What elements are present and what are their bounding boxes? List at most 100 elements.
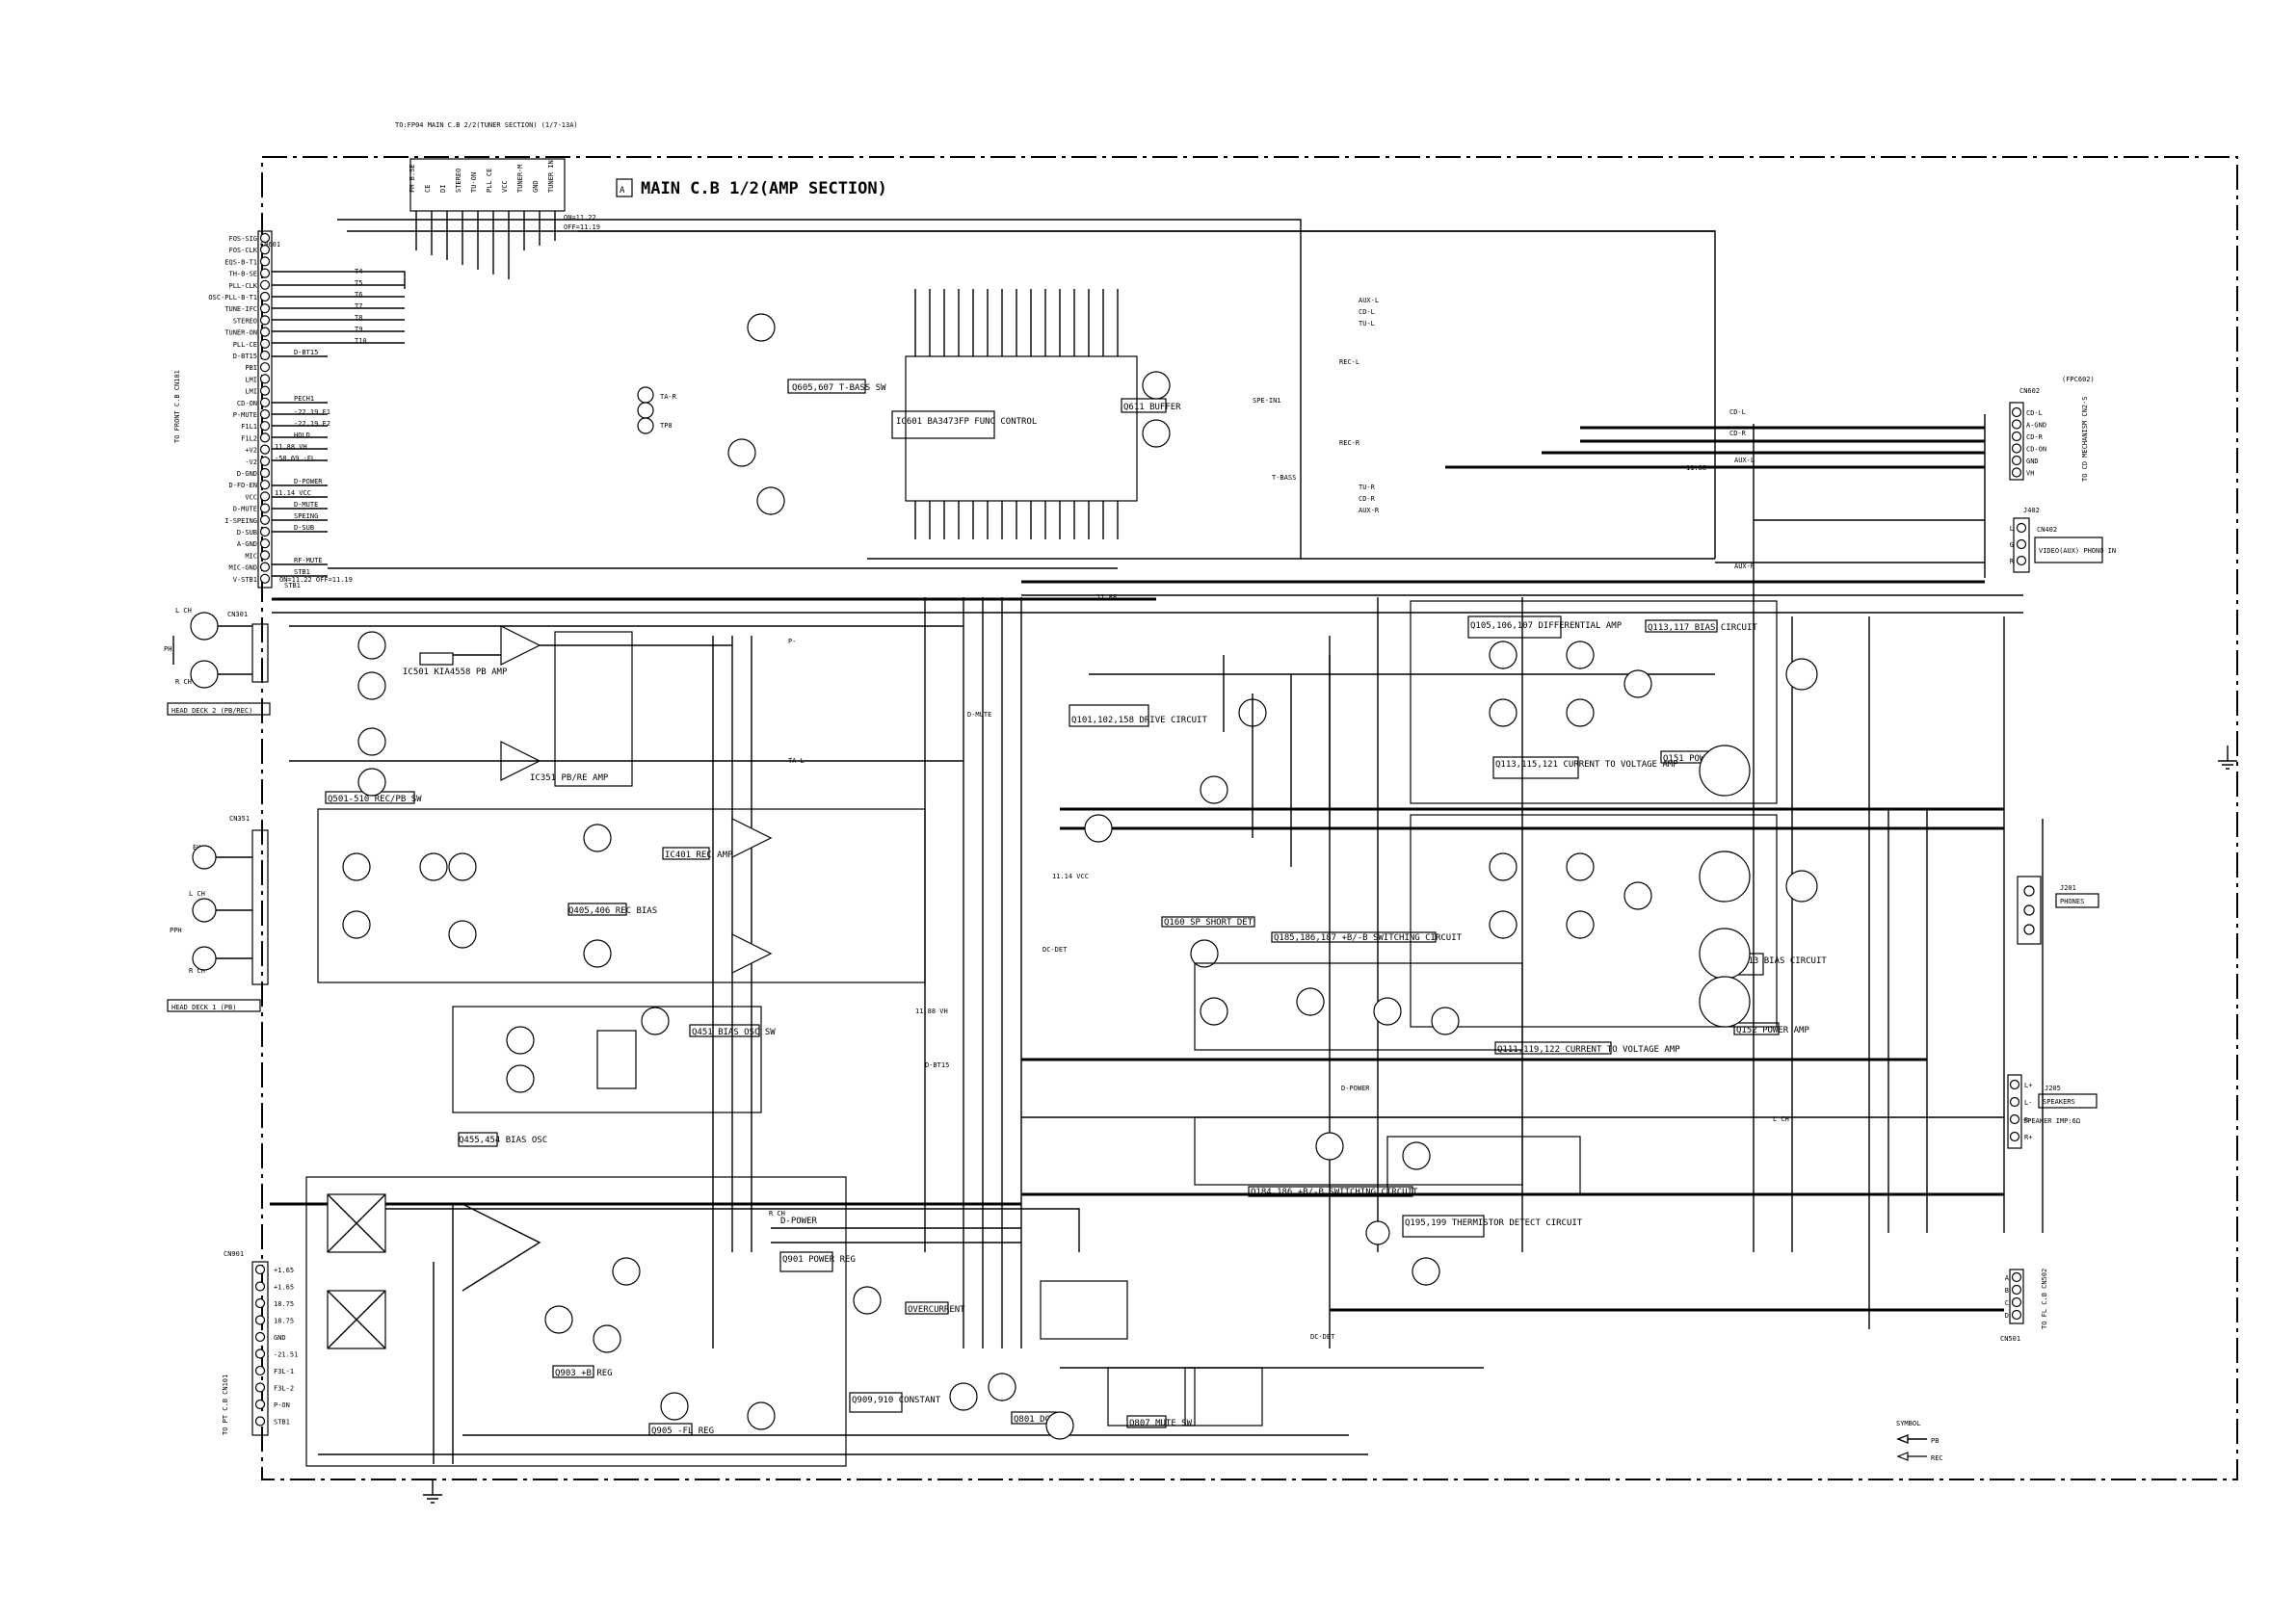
block-ic601: IC601 BA3473FP FUNC CONTROL bbox=[896, 417, 1037, 427]
block-q160: Q160 SP SHORT DET bbox=[1164, 918, 1254, 928]
j201-note: PHONES bbox=[2060, 898, 2084, 905]
j205-pin-1: L+ bbox=[2024, 1082, 2032, 1089]
cn301-label: CN301 bbox=[227, 611, 248, 618]
cn901-pin-6: -21.51 bbox=[274, 1351, 298, 1359]
cn901-pin-3-marker bbox=[254, 1297, 266, 1309]
cn602-ref: (FPC602) bbox=[2062, 376, 2095, 383]
cn601-pin-27: A-GND bbox=[237, 540, 257, 548]
main-buses bbox=[270, 219, 2044, 1455]
cn601-pin-16-marker bbox=[259, 408, 271, 420]
bus-t9: T9 bbox=[355, 326, 362, 333]
cn901-pin-5-marker bbox=[254, 1331, 266, 1343]
block-q605: Q605,607 T-BASS SW bbox=[727, 313, 886, 515]
net-cd-r: CD-R bbox=[1359, 495, 1376, 503]
cn901-pin-3: 18.75 bbox=[274, 1300, 294, 1308]
cn901-pin-10-marker bbox=[254, 1416, 266, 1427]
cn601-bus-stb: STB1 bbox=[284, 582, 301, 589]
top-pin-8: TUNER-M bbox=[516, 164, 524, 193]
block-q112: Q112,113 BIAS CIRCUIT bbox=[1717, 956, 1827, 966]
cn351-label: CN351 bbox=[229, 815, 250, 823]
cn901-pin-7: F3L-1 bbox=[274, 1368, 294, 1375]
cn601-pin-10: PLL-CE bbox=[233, 341, 257, 349]
net-rec-r: REC-R bbox=[1339, 439, 1360, 447]
bus-rfmute: RF-MUTE bbox=[294, 557, 323, 564]
net-1188-right: 11.88 bbox=[1686, 464, 1706, 472]
block-q101: Q101,102,158 DRIVE CIRCUIT bbox=[1071, 716, 1207, 725]
net-ta-l: P- bbox=[788, 638, 796, 645]
net-rec-l: REC-L bbox=[1339, 358, 1359, 366]
j402-pin-1-marker bbox=[2016, 522, 2027, 534]
cn601-pin-18-marker bbox=[259, 432, 271, 443]
connector-j205: L+L-R-R+ J205 SPEAKERS SPEAKER IMP:6Ω bbox=[2007, 1074, 2098, 1149]
cn601-pin-11-marker bbox=[259, 350, 271, 361]
j402-pin-2-marker bbox=[2016, 538, 2027, 550]
j402-label: J402 bbox=[2023, 507, 2040, 514]
cn901-label: CN901 bbox=[224, 1250, 244, 1258]
cn351-note: HEAD DECK 1 (PB) bbox=[172, 1004, 236, 1011]
cn601-pin-3-marker bbox=[259, 256, 271, 267]
block-q901: Q901 POWER REG bbox=[782, 1255, 856, 1265]
cn601-pin-13-marker bbox=[259, 374, 271, 384]
cn601-pin-1: FOS-SIG bbox=[228, 235, 257, 243]
cn351-pin-rch: R CH bbox=[189, 967, 205, 975]
cn602-pin-3: CD-R bbox=[2026, 433, 2044, 441]
cn301-pin-ph: PH bbox=[164, 645, 172, 653]
net-spe-in1: SPE-IN1 bbox=[1253, 397, 1281, 405]
connector-cn901: CN901 TO PT C.B CN101 +1.65+1.6518.7518.… bbox=[222, 1250, 298, 1436]
cn601-pin-29-marker bbox=[259, 562, 271, 572]
block-overcurrent: OVERCURRENT bbox=[908, 1305, 965, 1315]
cn601-pin-28: MIC bbox=[245, 552, 257, 560]
cn601-pin-30: V-STB1 bbox=[233, 576, 257, 584]
switching-section: Q160 SP SHORT DET Q185,186,187 +B/-B SWI… bbox=[1161, 916, 1583, 1286]
cn601-pin-29: MIC-GND bbox=[228, 564, 257, 572]
cn601-pin-1-marker bbox=[259, 232, 271, 244]
legend-rec: REC bbox=[1931, 1454, 1943, 1462]
cn602-pin-2-marker bbox=[2011, 419, 2022, 430]
net-aux-r-top: AUX-R bbox=[1359, 507, 1380, 514]
top-value-off: OFF=11.19 bbox=[564, 223, 600, 231]
j205-pin-2: L- bbox=[2024, 1099, 2032, 1107]
cn501-note: TO FL C.B CN502 bbox=[2041, 1269, 2048, 1329]
block-q903: Q903 +B REG bbox=[555, 1369, 613, 1378]
cn601-pin-8: STEREO bbox=[233, 317, 257, 325]
cn601-pin-4-marker bbox=[259, 268, 271, 278]
cn601-pin-24: D-MUTE bbox=[233, 506, 257, 513]
connector-j402: LGR J402 CN402 VIDEO(AUX) PHONO IN bbox=[2010, 507, 2116, 573]
cn601-pin-22: D-FD-EN bbox=[228, 482, 257, 489]
left-bus-labels: T4 T5 T6 T7 T8 T9 T10 D-BT15 PECH1 -22.1… bbox=[272, 268, 406, 584]
net-2918: DC-DET bbox=[1042, 946, 1068, 954]
cn901-pin-2-marker bbox=[254, 1281, 266, 1292]
block-q184: Q184,186 +B/-B SWITCHING CIRCUIT bbox=[1251, 1188, 1418, 1197]
cn601-pin-13: LMI bbox=[245, 376, 257, 383]
bus-t8: T8 bbox=[355, 314, 362, 322]
cn601-pin-5: PLL-CLK bbox=[228, 282, 257, 290]
ground-symbols bbox=[423, 746, 2237, 1504]
bus-hold: HOLD bbox=[294, 432, 310, 439]
bus-onoff: ON=11.22 OFF=11.19 bbox=[279, 576, 353, 584]
cn901-pin-8-marker bbox=[254, 1382, 266, 1393]
j205-ref: SPEAKERS bbox=[2043, 1098, 2075, 1106]
j205-pin-3-marker bbox=[2009, 1113, 2020, 1125]
cn901-pin-1: +1.65 bbox=[274, 1267, 294, 1274]
cn601-pin-14-marker bbox=[259, 385, 271, 396]
rec-amp-region: IC401 REC AMP Q405,406 REC BIAS bbox=[317, 808, 926, 983]
cn602-note: TO CD MECHANISM CN2-S bbox=[2081, 396, 2089, 482]
block-q501: Q501-510 REC/PB SW bbox=[328, 795, 422, 804]
bus-f1: -22.19 F1 bbox=[294, 408, 330, 416]
cn602-pin-6-marker bbox=[2011, 467, 2022, 478]
bus-fl: -58.69 -FL bbox=[275, 455, 315, 462]
cn901-pin-2: +1.65 bbox=[274, 1284, 294, 1292]
bus-stb1: STB1 bbox=[294, 568, 310, 576]
top-pin-1: FM B.SE bbox=[409, 164, 416, 193]
cn501-pin-3-marker bbox=[2011, 1296, 2022, 1308]
cn601-pin-27-marker bbox=[259, 538, 271, 549]
net-vh: 11.88 VH bbox=[915, 1008, 948, 1015]
bus-t6: T6 bbox=[355, 291, 362, 299]
cn601-pin-30-marker bbox=[259, 573, 271, 584]
cn501-pin-4-marker bbox=[2011, 1309, 2022, 1321]
cn901-pin-9: P-ON bbox=[274, 1401, 290, 1409]
net-aux-l: AUX-L bbox=[1734, 457, 1755, 464]
cn601-pin-23: VCC bbox=[245, 493, 257, 501]
cn601-pin-19: +V2 bbox=[245, 447, 257, 455]
